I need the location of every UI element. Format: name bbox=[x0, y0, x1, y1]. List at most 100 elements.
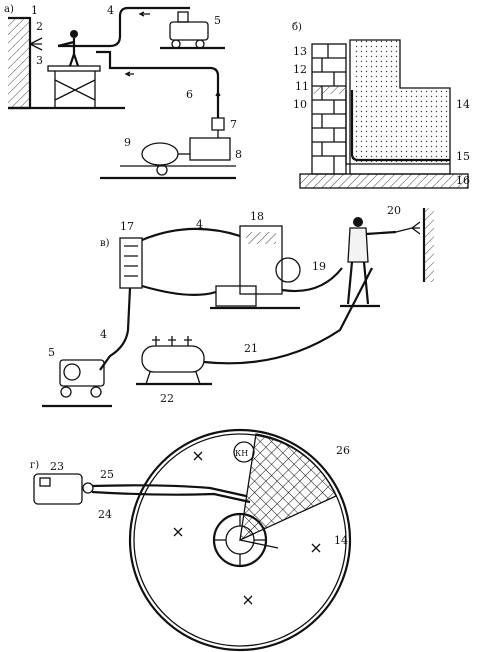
receiver-valves bbox=[155, 336, 189, 346]
worker-head bbox=[70, 30, 78, 38]
machine-18-base bbox=[215, 285, 257, 307]
section-a-label: а) bbox=[4, 4, 14, 15]
section-v: в) bbox=[42, 204, 434, 408]
label-9: 9 bbox=[124, 136, 131, 149]
sprayed-sector-26 bbox=[239, 433, 337, 542]
hose-21 bbox=[203, 267, 373, 365]
hose-4-lower bbox=[99, 287, 132, 371]
valve-7 bbox=[211, 117, 225, 131]
operator-arm bbox=[365, 230, 397, 236]
label-21: 21 bbox=[244, 342, 258, 355]
label-6: 6 bbox=[186, 88, 193, 101]
tank-inner-ring bbox=[133, 433, 347, 647]
compressor-5-wheel-1 bbox=[60, 386, 72, 398]
section-v-label: в) bbox=[100, 238, 110, 249]
spray-jet bbox=[29, 37, 43, 51]
mark-4 bbox=[243, 595, 253, 605]
compressor-5-v bbox=[59, 359, 105, 387]
hose-19 bbox=[281, 267, 343, 293]
layer-11 bbox=[312, 86, 346, 94]
scaffold-legs bbox=[54, 71, 96, 108]
target-wall-hatch bbox=[424, 208, 434, 282]
operator-torso bbox=[347, 227, 369, 263]
hose-4-bottom bbox=[141, 284, 217, 296]
label-3: 3 bbox=[36, 54, 43, 67]
label-7: 7 bbox=[230, 118, 237, 131]
section-g: г) КН 23 25 24 26 14 bbox=[30, 428, 352, 652]
mark-3 bbox=[311, 543, 321, 553]
label-8: 8 bbox=[235, 148, 242, 161]
soil-fill bbox=[354, 40, 450, 162]
label-25: 25 bbox=[100, 468, 114, 481]
mixer-9 bbox=[141, 142, 179, 166]
compressor-wheel-1 bbox=[171, 39, 181, 49]
foundation-16 bbox=[299, 173, 469, 189]
label-2: 2 bbox=[36, 20, 43, 33]
receiver-22 bbox=[141, 345, 205, 373]
label-5-v: 5 bbox=[48, 346, 55, 359]
label-17: 17 bbox=[120, 220, 134, 233]
label-4-v-bottom: 4 bbox=[100, 328, 107, 341]
hub-pointer bbox=[239, 539, 279, 549]
label-12: 12 bbox=[293, 63, 307, 76]
section-g-label: г) bbox=[30, 460, 39, 471]
worker-body bbox=[57, 38, 80, 67]
manhole bbox=[233, 441, 255, 463]
label-26: 26 bbox=[336, 444, 350, 457]
unit-17-ribs bbox=[124, 245, 138, 277]
nozzle-20 bbox=[395, 221, 421, 235]
scaffold-deck bbox=[47, 65, 101, 72]
brick-wall bbox=[311, 43, 347, 175]
label-11: 11 bbox=[295, 80, 309, 93]
compressor-5 bbox=[169, 21, 209, 41]
label-1: 1 bbox=[31, 4, 38, 17]
hose-4-upper bbox=[58, 6, 190, 48]
manhole-mark: КН bbox=[235, 449, 248, 458]
operator-legs bbox=[346, 261, 370, 305]
label-15: 15 bbox=[456, 150, 470, 163]
compressor-tank bbox=[177, 11, 189, 23]
unit-23 bbox=[33, 473, 83, 505]
label-4: 4 bbox=[107, 4, 114, 17]
section-a: а) 1 2 3 bbox=[4, 4, 242, 180]
section-b-label: б) bbox=[292, 22, 302, 33]
flow-arrow-a3 bbox=[215, 90, 221, 100]
mixer-wheel bbox=[156, 164, 168, 176]
machine-18-motor bbox=[275, 257, 301, 283]
flow-arrow-a1 bbox=[138, 11, 150, 17]
label-4-v-top: 4 bbox=[196, 218, 203, 231]
hose-24 bbox=[91, 490, 251, 504]
unit-23-panel bbox=[39, 477, 51, 487]
layer-15 bbox=[350, 90, 450, 162]
mark-1 bbox=[193, 451, 203, 461]
hub-spokes bbox=[214, 514, 266, 566]
layer-15-inner bbox=[345, 90, 450, 165]
unit-23-outlet bbox=[82, 482, 94, 494]
mark-2 bbox=[173, 527, 183, 537]
compressor-5-flywheel bbox=[63, 363, 81, 381]
label-19: 19 bbox=[312, 260, 326, 273]
label-13: 13 bbox=[293, 45, 307, 58]
label-24: 24 bbox=[98, 508, 112, 521]
operator-head bbox=[353, 217, 363, 227]
flow-arrow-a2 bbox=[124, 71, 134, 77]
section-b: б) 13 12 11 10 14 15 16 bbox=[292, 22, 470, 189]
hose-4-top bbox=[141, 227, 241, 242]
label-16: 16 bbox=[456, 174, 470, 187]
hose-25 bbox=[91, 484, 247, 498]
pump-8 bbox=[189, 137, 231, 161]
label-14-g: 14 bbox=[334, 534, 348, 547]
unit-17 bbox=[119, 237, 143, 289]
label-22: 22 bbox=[160, 392, 174, 405]
receiver-legs bbox=[145, 371, 201, 385]
machine-18-hopper bbox=[246, 232, 276, 244]
hose-6 bbox=[96, 50, 220, 118]
label-5: 5 bbox=[214, 14, 221, 27]
label-20: 20 bbox=[387, 204, 401, 217]
label-18: 18 bbox=[250, 210, 264, 223]
tank-outer bbox=[128, 428, 352, 652]
label-10: 10 bbox=[293, 98, 307, 111]
compressor-5-wheel-2 bbox=[90, 386, 102, 398]
